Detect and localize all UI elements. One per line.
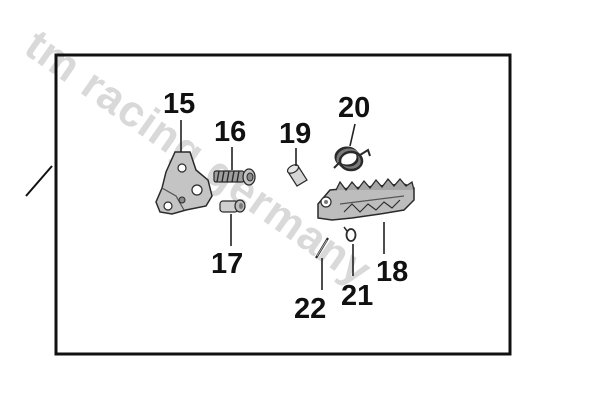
callout-20: 20 [338,92,370,124]
callout-18: 18 [376,256,408,288]
part-22-cotter-pin[interactable] [315,237,329,259]
callout-21: 21 [341,280,373,312]
part-15-bracket[interactable] [155,151,213,215]
edge-line [25,165,53,197]
part-17-pin[interactable] [219,199,246,213]
callout-17: 17 [211,248,243,280]
callout-16: 16 [214,116,246,148]
callout-19: 19 [279,118,311,150]
part-16-bolt[interactable] [213,168,256,186]
leader-20 [349,123,356,147]
callout-15: 15 [163,88,195,120]
watermark: tm racing germany [16,20,381,296]
diagram-frame [54,53,512,356]
part-19-dowel[interactable] [286,163,308,187]
part-20-spring[interactable] [333,146,371,172]
part-18-footpeg[interactable] [317,177,415,221]
part-21-washer[interactable] [343,226,357,242]
callout-22: 22 [294,293,326,325]
